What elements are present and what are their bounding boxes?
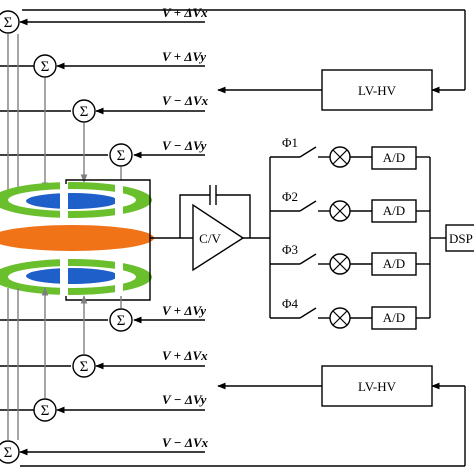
sum-symbol: Σ <box>117 148 126 164</box>
cv-input-wiring <box>65 179 251 301</box>
lv-hv-amplifier-bottom: LV-HV <box>321 365 433 407</box>
ad-label: A/D <box>383 310 405 325</box>
voltage-label-top-1: V + ΔVx <box>162 5 208 20</box>
sum-node-bottom-3: Σ <box>33 398 57 422</box>
sum-symbol: Σ <box>41 403 50 419</box>
top-electrode-core <box>26 193 118 209</box>
ad-converter-2: A/D <box>371 199 417 223</box>
multiplier-2 <box>329 200 351 222</box>
phase-label-4: Φ4 <box>282 296 299 311</box>
voltage-label-top-3: V − ΔVx <box>162 93 209 108</box>
voltage-label-top-4: V − ΔVy <box>162 138 207 153</box>
bottom-sum-network <box>0 287 466 467</box>
sum-symbol: Σ <box>117 313 126 329</box>
dsp-block: DSP <box>445 224 474 252</box>
phase-label-2: Φ2 <box>282 189 298 204</box>
sum-node-bottom-4: Σ <box>0 440 20 464</box>
sum-symbol: Σ <box>41 59 50 75</box>
ad-label: A/D <box>383 150 405 165</box>
electrode-rotor-assembly <box>0 180 154 297</box>
sum-node-bottom-2: Σ <box>72 354 96 378</box>
sum-symbol: Σ <box>4 445 13 461</box>
voltage-label-bottom-3: V − ΔVy <box>162 392 207 407</box>
ad-label: A/D <box>383 203 405 218</box>
ad-converter-1: A/D <box>371 146 417 170</box>
sum-node-top-4: Σ <box>109 143 133 167</box>
lv-hv-amplifier-top: LV-HV <box>321 69 433 111</box>
sum-node-top-2: Σ <box>33 54 57 78</box>
voltage-label-bottom-1: V + ΔVy <box>162 303 206 318</box>
rotor <box>0 225 154 251</box>
ad-converter-4: A/D <box>371 306 417 330</box>
multiplier-1 <box>329 146 351 168</box>
ad-label: A/D <box>383 256 405 271</box>
sum-node-bottom-1: Σ <box>109 308 133 332</box>
cv-label: C/V <box>199 231 221 246</box>
multiplier-3 <box>329 253 351 275</box>
sum-node-top-3: Σ <box>72 99 96 123</box>
voltage-label-top-2: V + ΔVy <box>162 49 206 64</box>
sum-node-top-1: Σ <box>0 10 20 34</box>
cv-converter: C/V <box>192 203 245 272</box>
sum-symbol: Σ <box>80 104 89 120</box>
voltage-label-bottom-4: V − ΔVx <box>162 435 209 450</box>
voltage-label-bottom-2: V + ΔVx <box>162 348 208 363</box>
sum-symbol: Σ <box>80 359 89 375</box>
multiplier-4 <box>329 307 351 329</box>
demodulation-bus <box>269 146 446 319</box>
dsp-label: DSP <box>449 231 473 246</box>
sum-symbol: Σ <box>4 15 13 31</box>
phase-label-1: Φ1 <box>282 135 298 150</box>
phase-label-3: Φ3 <box>282 242 298 257</box>
amplifier-label: LV-HV <box>358 379 397 394</box>
ad-converter-3: A/D <box>371 252 417 276</box>
bottom-electrode-core <box>26 268 118 284</box>
amplifier-label: LV-HV <box>358 83 397 98</box>
top-sum-network <box>0 9 466 191</box>
